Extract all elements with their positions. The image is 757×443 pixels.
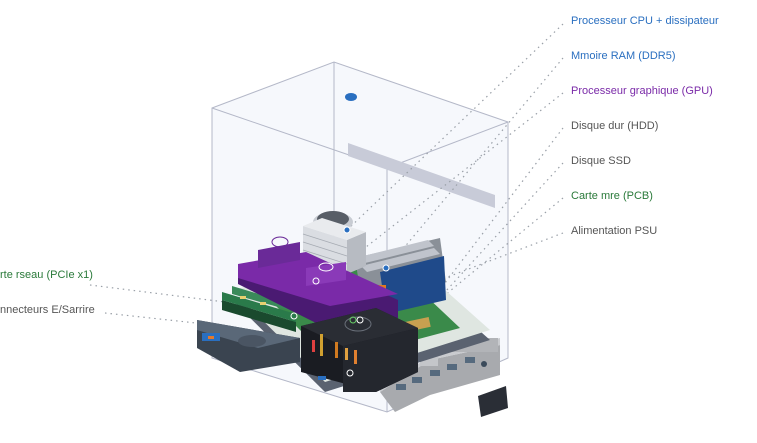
label-ssd: Disque SSD <box>571 155 631 167</box>
label-gpu: Processeur graphique (GPU) <box>571 85 713 97</box>
label-hdd: Disque dur (HDD) <box>571 120 659 132</box>
loose-drive <box>478 386 508 417</box>
gpu <box>238 236 398 330</box>
label-psu: Alimentation PSU <box>571 225 658 237</box>
network-card <box>222 286 296 332</box>
label-io-connectors: nnecteurs E/Sarrire <box>0 304 95 316</box>
io-connectors <box>197 320 300 372</box>
label-ram: Mmoire RAM (DDR5) <box>571 50 676 62</box>
hard-disk <box>301 308 418 392</box>
power-led-icon <box>345 93 357 101</box>
label-network-card: rte rseau (PCIe x1) <box>0 269 93 281</box>
drive-bay-slot <box>348 143 495 208</box>
label-pcb: Carte mre (PCB) <box>571 190 653 202</box>
label-cpu: Processeur CPU + dissipateur <box>571 15 719 27</box>
leader-lines <box>89 23 564 325</box>
